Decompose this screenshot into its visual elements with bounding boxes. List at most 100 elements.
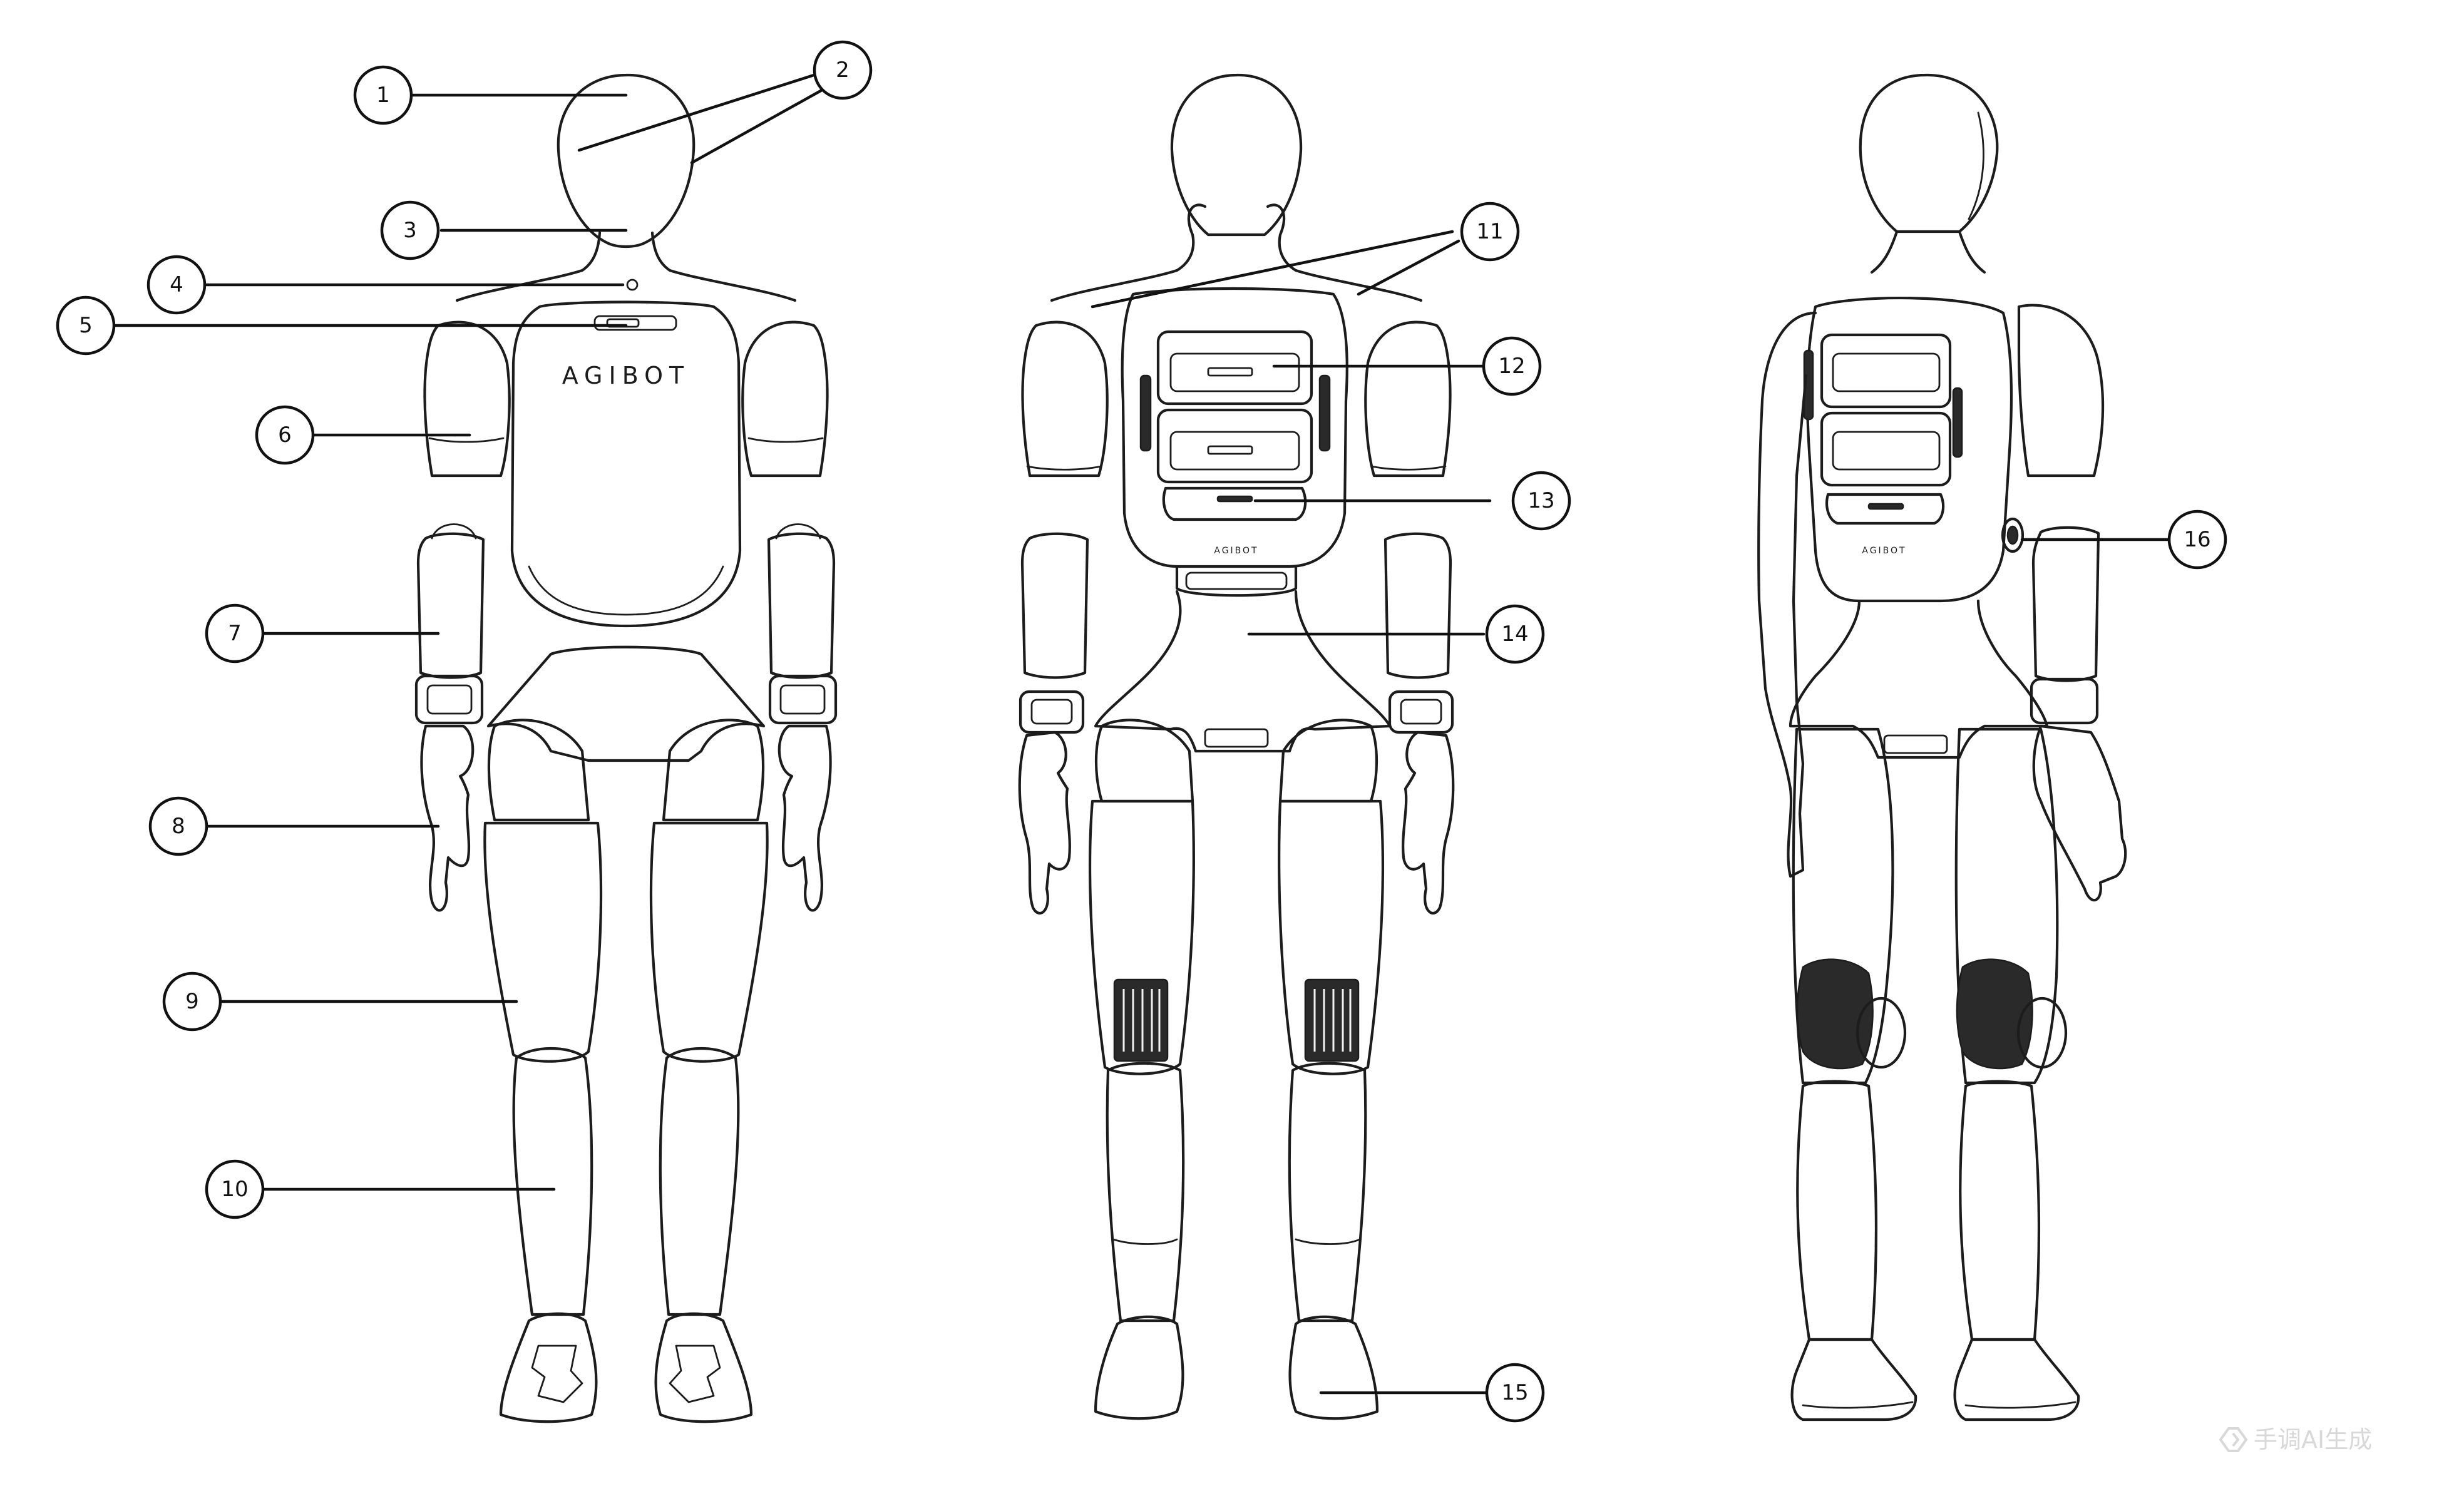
callout-label-14: 14 [1501, 622, 1528, 647]
front-pelvis [486, 645, 766, 762]
side-right-thigh [1954, 727, 2059, 1085]
front-chest-plate [510, 300, 742, 628]
back-right-wrist-inner [1400, 699, 1442, 725]
side-left-knee-cap [1856, 996, 1907, 1069]
back-pelvis-port [1204, 728, 1269, 748]
front-chest-inner [528, 565, 724, 616]
front-sensor-slot [593, 315, 677, 331]
callout-label-7: 7 [228, 621, 242, 646]
watermark-text: 手调AI生成 [2254, 1426, 2372, 1453]
callout-circle-12 [1482, 336, 1542, 396]
back-waist-panel [1185, 571, 1288, 590]
back-left-upper-arm [1021, 320, 1109, 478]
front-right-upper-arm-band [747, 437, 824, 443]
back-waist [1175, 565, 1298, 597]
back-handle-left [1139, 374, 1152, 452]
back-right-wrist [1388, 690, 1454, 734]
back-battery-lower-inner [1169, 431, 1300, 471]
side-neck [1870, 230, 1986, 274]
side-power-button-inner [2006, 525, 2019, 545]
back-right-foot [1288, 1315, 1379, 1420]
callout-circle-14 [1485, 604, 1545, 664]
side-head-seam [1968, 111, 1984, 220]
front-right-hip [662, 719, 765, 822]
side-lower-panel-slot [1867, 503, 1904, 510]
callout-circle-15 [1485, 1363, 1545, 1423]
back-battery-upper [1156, 330, 1313, 406]
front-right-forearm [767, 532, 836, 679]
back-neck [1175, 203, 1298, 272]
back-head [1170, 73, 1303, 237]
back-lower-panel-slot [1216, 495, 1253, 503]
side-right-shin [1959, 1080, 2041, 1341]
callout-circle-3 [380, 200, 440, 260]
side-battery-upper-inner [1832, 352, 1941, 392]
side-right-upper-arm [2017, 304, 2105, 478]
front-left-elbow [431, 523, 477, 540]
back-left-foot [1094, 1315, 1184, 1420]
back-left-hand [1018, 730, 1071, 915]
back-right-knee-actuator [1304, 978, 1360, 1062]
side-handle-right [1952, 387, 1963, 458]
front-head [557, 73, 696, 248]
side-right-hand [2032, 724, 2127, 902]
callout-circle-5 [56, 295, 116, 356]
callout-circle-13 [1511, 471, 1571, 531]
front-right-foot-detail [669, 1345, 721, 1403]
back-left-thigh [1088, 799, 1195, 1075]
front-left-wrist-inner [426, 684, 473, 715]
back-left-upper-arm-band [1026, 465, 1102, 471]
side-right-sole [1964, 1401, 2076, 1409]
callout-label-6: 6 [278, 423, 292, 448]
side-backpack [1805, 296, 2013, 603]
front-left-forearm [416, 532, 485, 679]
side-back-logo: AGIBOT [1862, 546, 1906, 556]
callout-label-15: 15 [1501, 1380, 1528, 1405]
side-pelvis [1789, 599, 2049, 759]
back-battery-upper-slot [1207, 367, 1253, 377]
front-right-shin [659, 1047, 740, 1316]
side-battery-upper [1820, 333, 1952, 409]
back-left-calf-line [1112, 1238, 1178, 1245]
back-left-wrist-inner [1030, 699, 1073, 725]
front-left-thigh [483, 821, 603, 1063]
front-right-wrist-inner [779, 684, 826, 715]
callout-circle-7 [205, 603, 265, 663]
front-neck [580, 231, 672, 272]
back-right-shin [1288, 1062, 1367, 1323]
front-left-upper-arm [423, 320, 511, 478]
callout-circle-11 [1460, 202, 1520, 262]
ai-sparkle-icon [2219, 1427, 2248, 1452]
back-handle-right [1318, 374, 1331, 452]
callout-label-8: 8 [172, 814, 185, 839]
callout-circle-1 [353, 65, 413, 125]
back-shoulders [1050, 269, 1423, 302]
front-right-hand [778, 724, 832, 912]
front-left-wrist [414, 674, 484, 725]
callout-circle-16 [2167, 510, 2227, 570]
callout-label-10: 10 [221, 1177, 248, 1202]
robot-back-view: AGIBOT [1018, 73, 1455, 1420]
back-right-forearm [1383, 532, 1452, 679]
side-battery-lower-inner [1832, 431, 1941, 471]
side-left-foot [1790, 1338, 1917, 1422]
back-backpack [1121, 287, 1348, 568]
callout-circle-2 [813, 40, 873, 100]
side-head [1859, 73, 1999, 233]
back-lower-panel [1162, 486, 1307, 521]
callout-label-11: 11 [1476, 219, 1503, 244]
back-left-hip [1094, 719, 1194, 803]
robot-side-back-view: AGIBOT [1757, 73, 2127, 1422]
side-battery-lower [1820, 411, 1952, 487]
front-left-hip [487, 719, 590, 822]
front-left-shin [512, 1047, 593, 1316]
front-right-wrist [768, 674, 838, 725]
back-left-wrist [1019, 690, 1085, 734]
callout-label-2: 2 [836, 58, 850, 83]
callout-circle-4 [146, 255, 207, 315]
leader-2a [577, 73, 816, 152]
front-left-hand [420, 724, 475, 912]
side-lower-panel [1825, 493, 1945, 525]
leader-11a [1091, 230, 1454, 309]
